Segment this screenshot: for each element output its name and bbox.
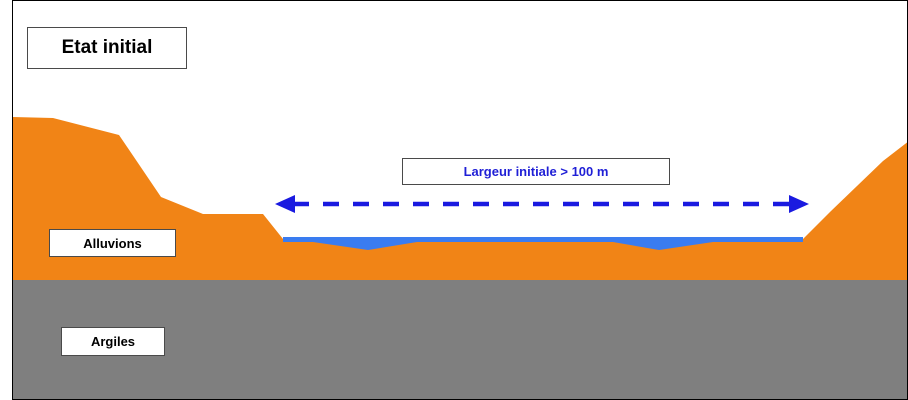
argiles-label-box: Argiles <box>61 327 165 356</box>
alluvions-label-text: Alluvions <box>83 235 142 251</box>
river-water <box>283 237 803 250</box>
width-label-box: Largeur initiale > 100 m <box>402 158 670 185</box>
title-box: Etat initial <box>27 27 187 69</box>
width-arrow-right-head <box>789 195 809 213</box>
title-text: Etat initial <box>61 37 153 58</box>
width-arrow-left-head <box>275 195 295 213</box>
diagram-frame: Etat initial Largeur initiale > 100 m Al… <box>12 0 908 400</box>
alluvions-label-box: Alluvions <box>49 229 176 257</box>
argiles-label-text: Argiles <box>90 334 136 349</box>
width-label-text: Largeur initiale > 100 m <box>463 164 609 179</box>
